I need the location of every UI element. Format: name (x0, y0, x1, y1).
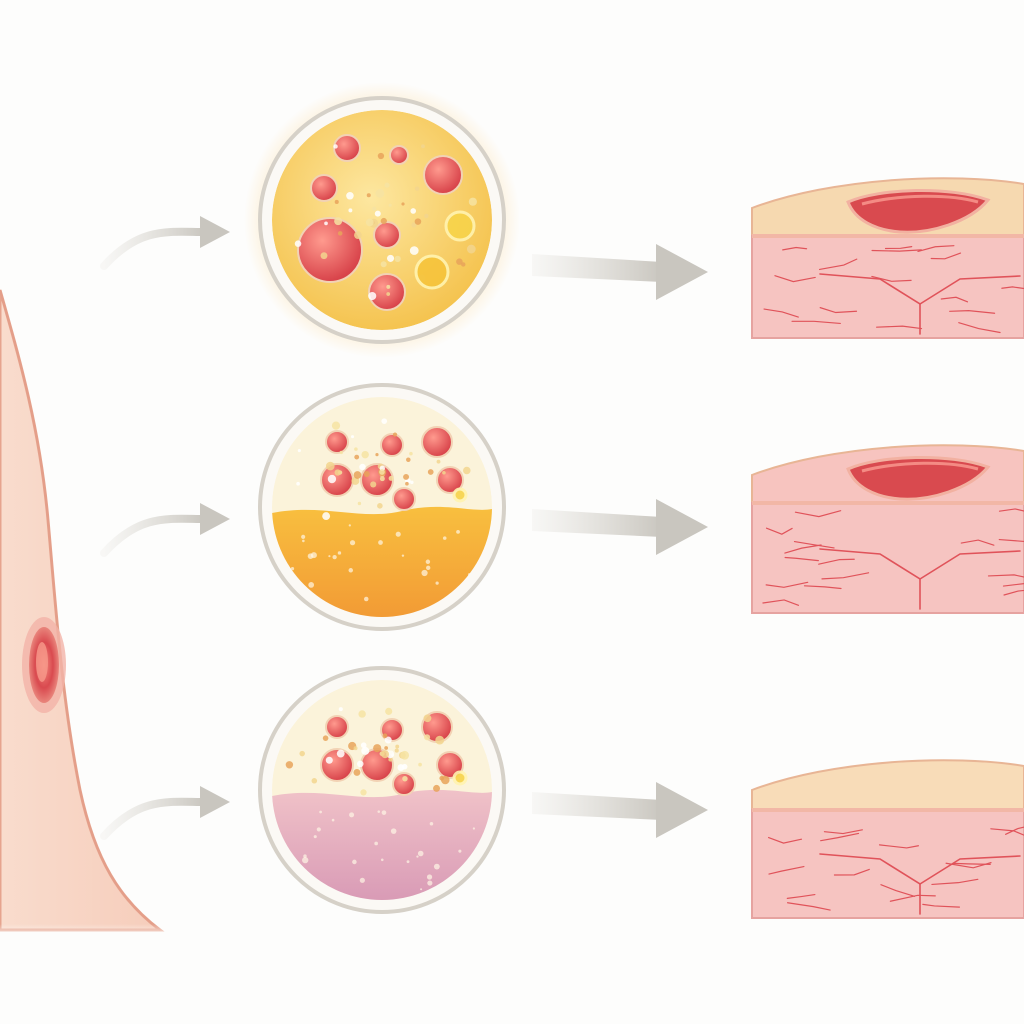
microscope-view-icon (244, 82, 520, 358)
stage-row-1 (100, 82, 1024, 358)
skin-cross-section-icon (751, 177, 1024, 339)
arrow-icon (532, 244, 708, 300)
skin-cross-section-icon (751, 759, 1024, 919)
arrow-icon (532, 499, 708, 555)
arrow-icon (532, 782, 708, 838)
blood-vessels (768, 826, 1024, 915)
microscope-view-icon (258, 666, 506, 914)
wound-icon (22, 617, 66, 713)
curved-arrow-icon (100, 216, 230, 270)
stage-row-2 (100, 383, 1024, 631)
curved-arrow-icon (100, 786, 230, 840)
stages-group (100, 82, 1024, 919)
leg-with-wound-icon (0, 289, 200, 940)
blood-vessels (763, 245, 1024, 335)
stage-row-3 (100, 666, 1024, 919)
blood-vessels (762, 508, 1024, 610)
curved-arrow-icon (100, 503, 230, 557)
skin-cross-section-icon (751, 444, 1024, 614)
microscope-view-icon (258, 383, 506, 631)
